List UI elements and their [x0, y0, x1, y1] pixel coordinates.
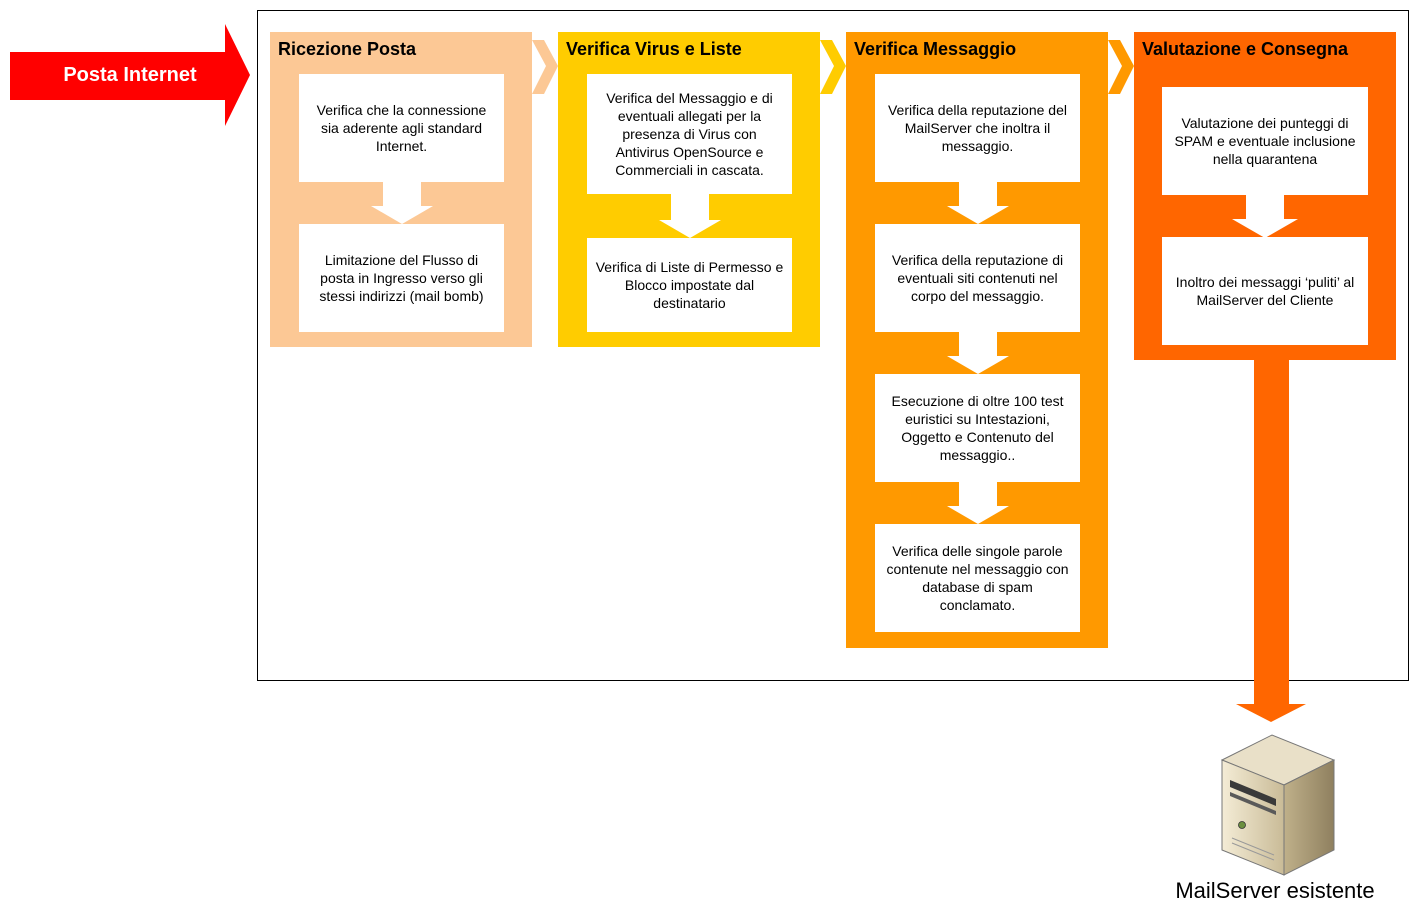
stage-title: Verifica Messaggio — [854, 39, 1017, 59]
stage-title: Ricezione Posta — [278, 39, 417, 59]
step-box: Verifica della reputazione di eventuali … — [875, 224, 1080, 332]
step-box: Verifica delle singole parole contenute … — [875, 524, 1080, 632]
step-box: Verifica di Liste di Permesso e Blocco i… — [587, 238, 792, 332]
step-box: Inoltro dei messaggi ‘puliti’ al MailSer… — [1162, 237, 1368, 345]
stage-verifica-virus-liste: Verifica Virus e Liste Verifica del Mess… — [558, 32, 820, 347]
step-box: Verifica che la connessione sia aderente… — [299, 74, 504, 182]
stage-valutazione-consegna: Valutazione e Consegna Valutazione dei p… — [1134, 32, 1396, 360]
connector-arrow-3 — [1108, 40, 1134, 94]
stage-ricezione-posta: Ricezione Posta Verifica che la connessi… — [270, 32, 532, 347]
server-icon — [1220, 734, 1336, 876]
stage-verifica-messaggio: Verifica Messaggio Verifica della reputa… — [846, 32, 1108, 648]
output-arrow — [1236, 360, 1306, 722]
step-box: Verifica della reputazione del MailServe… — [875, 74, 1080, 182]
connector-arrow-2 — [820, 40, 846, 94]
step-box: Verifica del Messaggio e di eventuali al… — [587, 74, 792, 194]
input-label: Posta Internet — [63, 63, 197, 86]
input-arrow — [10, 24, 250, 126]
stage-title: Valutazione e Consegna — [1142, 39, 1349, 59]
stage-title: Verifica Virus e Liste — [566, 39, 742, 59]
server-label: MailServer esistente — [1175, 878, 1375, 903]
step-box: Limitazione del Flusso di posta in Ingre… — [299, 224, 504, 332]
step-box: Valutazione dei punteggi di SPAM e event… — [1162, 87, 1368, 195]
connector-arrow-1 — [532, 40, 558, 94]
step-box: Esecuzione di oltre 100 test euristici s… — [875, 374, 1080, 482]
